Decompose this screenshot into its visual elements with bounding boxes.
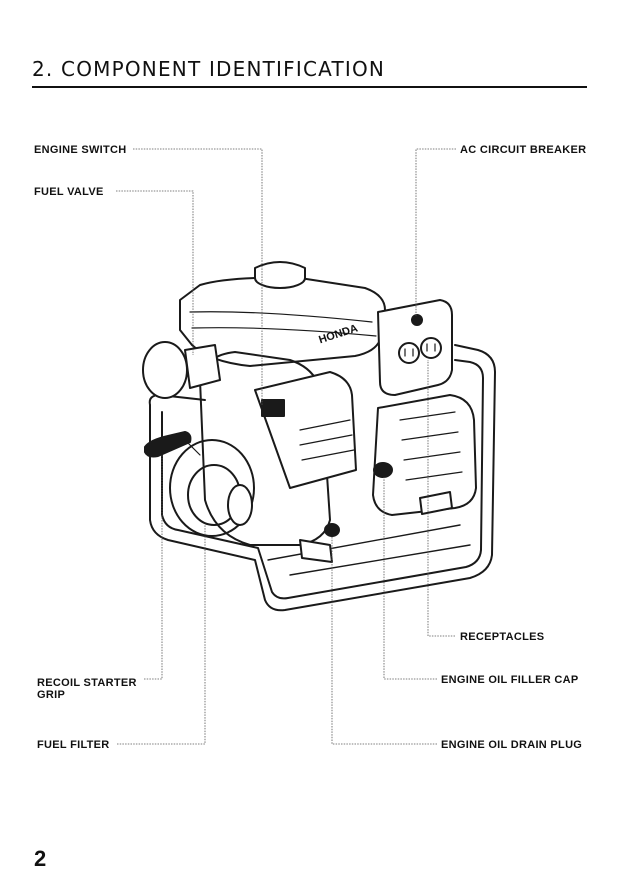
engine-crankcase <box>199 351 331 546</box>
leader-ac-circuit-breaker <box>415 148 456 316</box>
carburetor <box>184 344 221 389</box>
leader-recoil-starter-grip <box>144 454 163 680</box>
alternator-housing <box>372 394 477 516</box>
page-number: 2 <box>34 846 47 871</box>
leader-engine-oil-filler-cap <box>383 477 437 680</box>
recoil-rope <box>184 439 201 456</box>
fuel-tank-cap-body <box>254 261 306 279</box>
label-engine-switch: ENGINE SWITCH <box>34 144 127 156</box>
engine-cylinder <box>254 371 357 489</box>
leader-fuel-valve <box>116 190 194 355</box>
engine-cooling-fins <box>299 419 355 461</box>
title-underline <box>32 86 587 88</box>
oil-drain-plug <box>324 523 340 537</box>
section-title: 2. COMPONENT IDENTIFICATION <box>32 57 386 81</box>
oil-filler-cap <box>373 462 393 478</box>
frame-tube <box>149 344 496 612</box>
leader-engine-oil-drain-plug <box>331 537 437 745</box>
frame-tube-inner <box>161 359 484 600</box>
label-fuel-filter: FUEL FILTER <box>37 739 110 751</box>
air-cleaner <box>142 341 188 399</box>
engine-mount-left <box>299 539 333 563</box>
ac-circuit-breaker-button <box>411 314 423 326</box>
leader-receptacles <box>427 360 455 637</box>
label-ac-circuit-breaker: AC CIRCUIT BREAKER <box>460 144 587 156</box>
frame-base <box>267 524 471 576</box>
receptacle-right <box>420 337 442 359</box>
receptacle-left-slots <box>404 348 414 357</box>
label-engine-oil-filler-cap: ENGINE OIL FILLER CAP <box>441 674 579 686</box>
alternator-ribs <box>399 411 463 481</box>
label-recoil-starter-grip-line1: RECOIL STARTER <box>37 677 137 689</box>
generator-drawing: HONDA <box>142 261 496 612</box>
label-receptacles: RECEPTACLES <box>460 631 545 643</box>
leader-fuel-filter <box>117 525 206 745</box>
receptacle-left <box>398 342 420 364</box>
leader-lines <box>116 148 456 745</box>
label-recoil-starter-grip-line2: GRIP <box>37 689 66 701</box>
recoil-starter-grip <box>144 431 192 458</box>
engine-switch-box <box>261 399 285 417</box>
label-fuel-valve: FUEL VALVE <box>34 186 104 198</box>
fuel-filter-cup <box>227 484 253 526</box>
label-engine-oil-drain-plug: ENGINE OIL DRAIN PLUG <box>441 739 583 751</box>
receptacle-right-slots <box>426 343 436 352</box>
fuel-tank-ribs <box>189 311 377 337</box>
